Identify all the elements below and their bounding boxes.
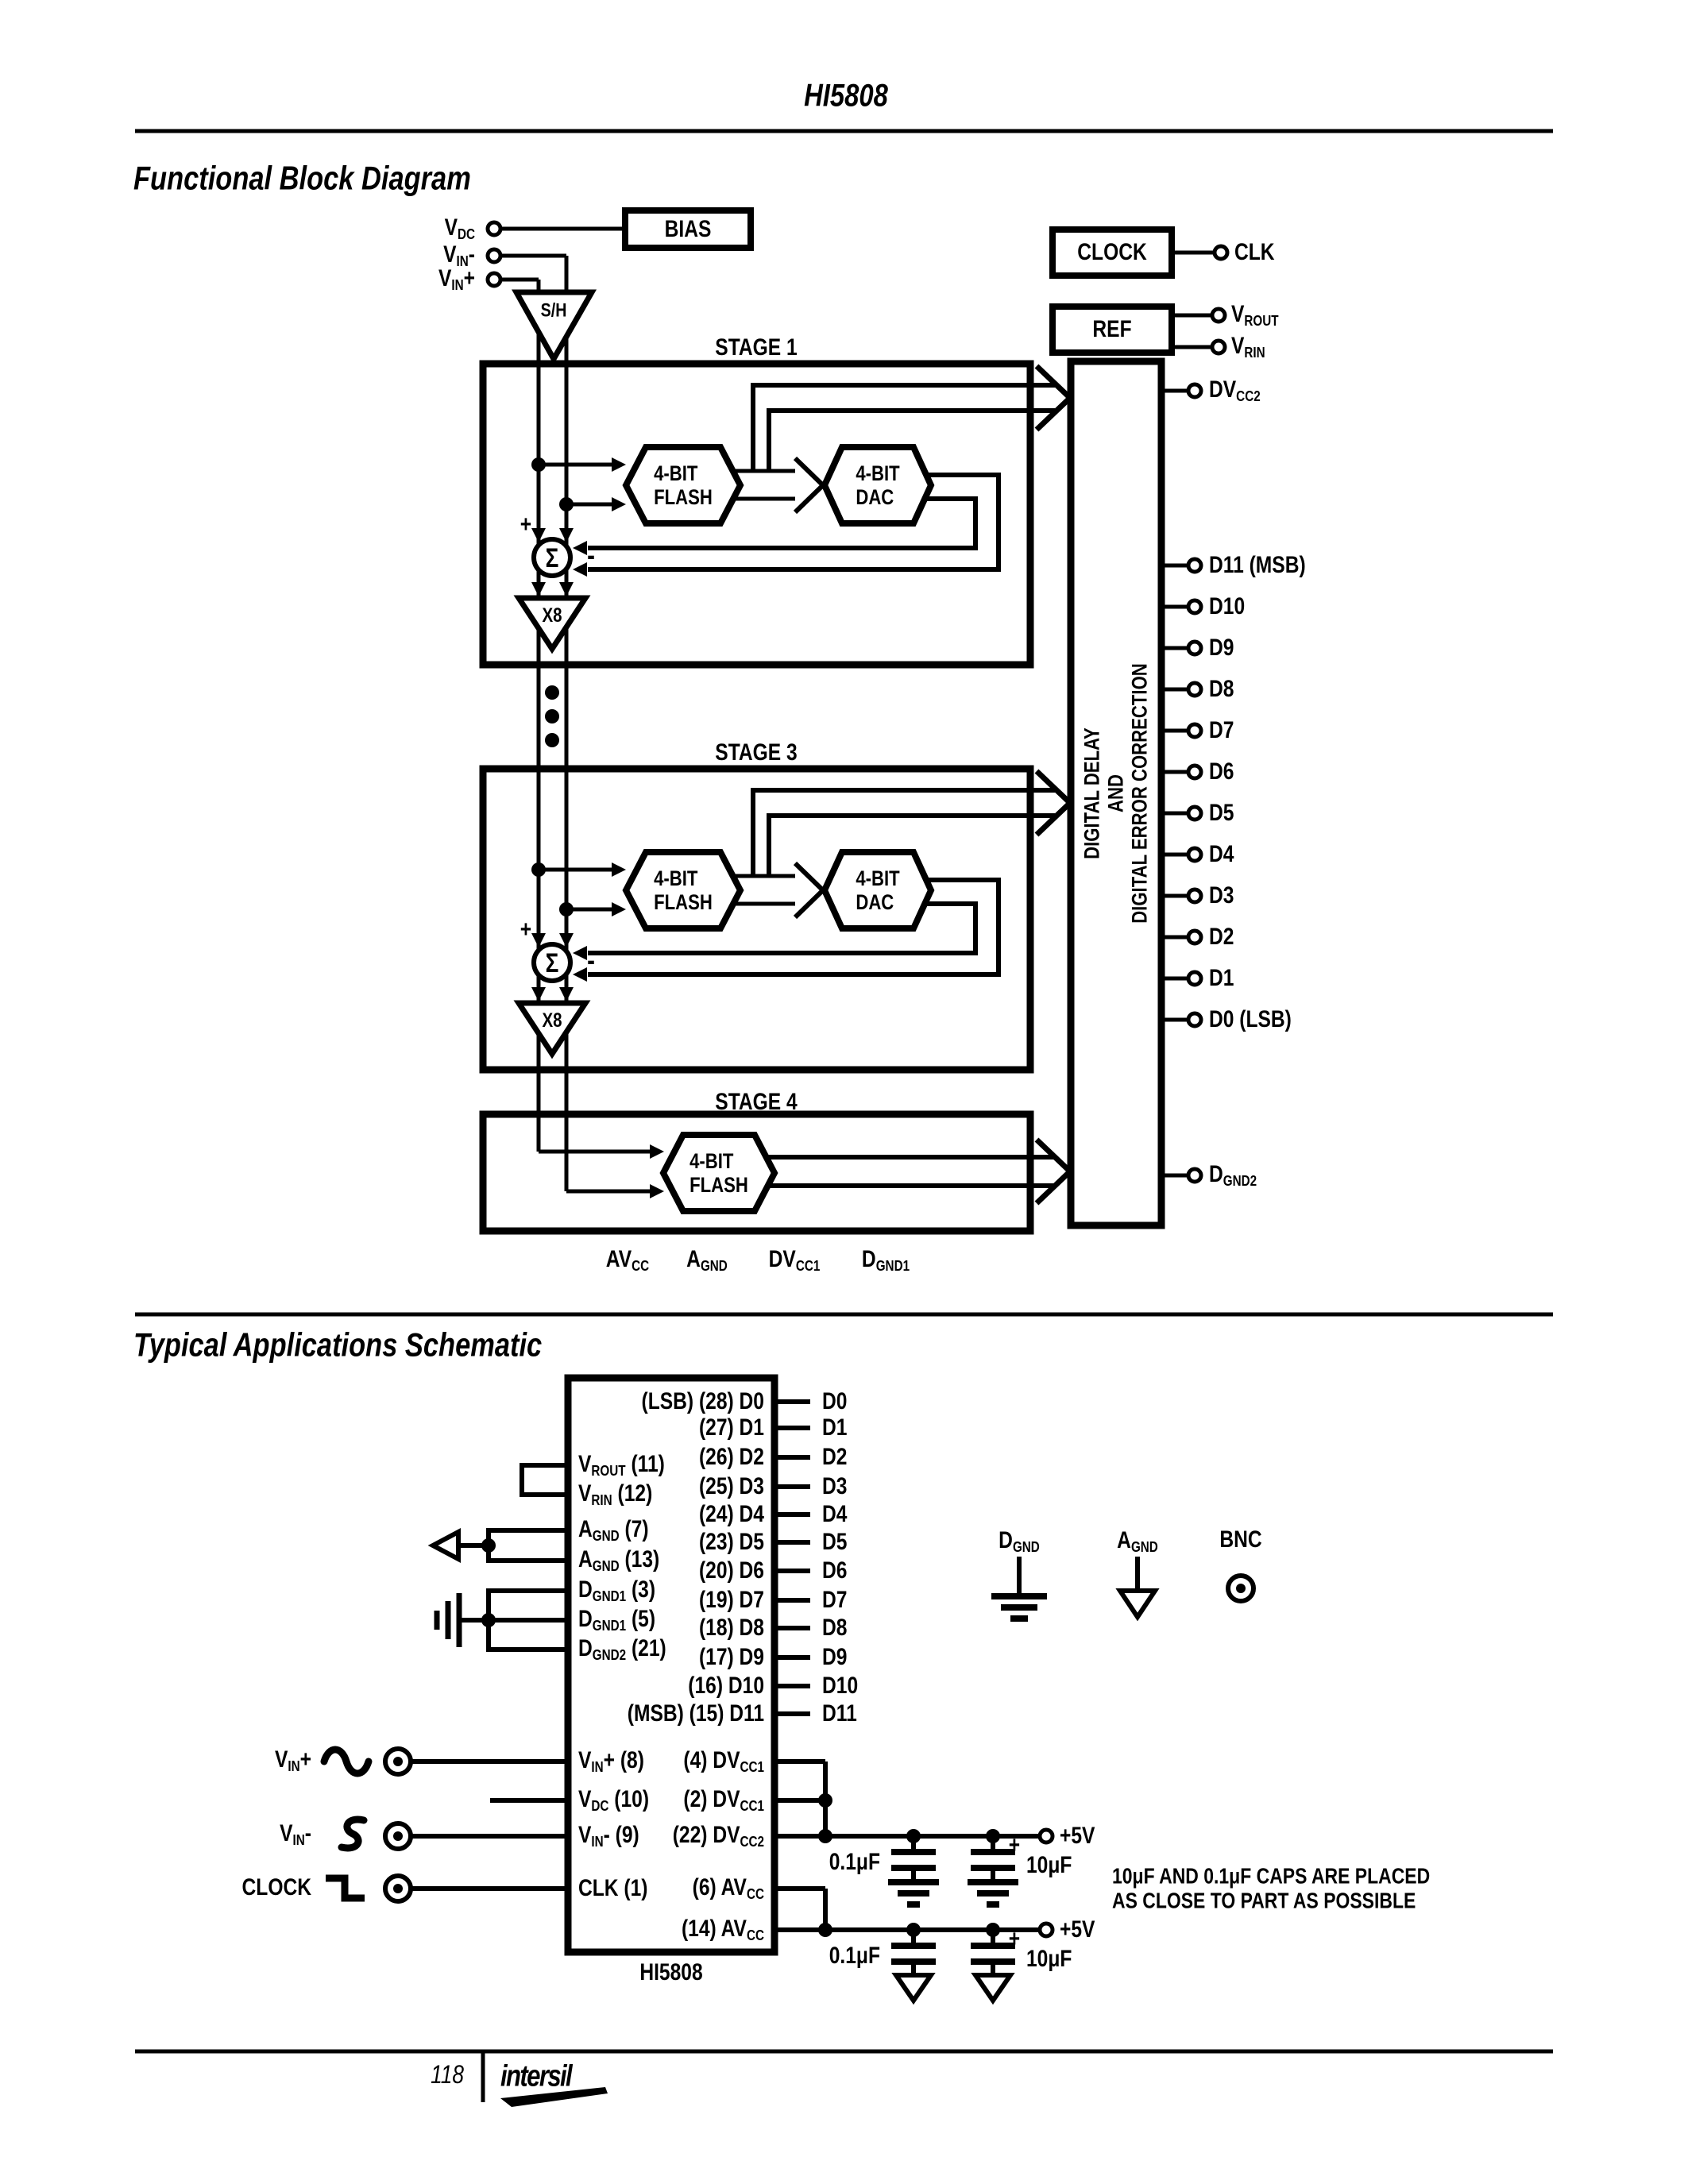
intersil-logo-swoosh [500, 2087, 608, 2107]
legend-bnc-icon-center [1236, 1584, 1246, 1593]
decoupling-caps [888, 1836, 1018, 2005]
stage4-flash-block [659, 1132, 778, 1214]
plus5v-analog-terminal [1037, 1921, 1055, 1939]
chip-body [564, 1374, 778, 1956]
bnc-connectors [383, 1746, 413, 1904]
agnd-symbol [891, 1973, 936, 2005]
stage1-box [479, 360, 1034, 669]
stage3-dac-block [821, 849, 935, 932]
vin-minus-terminal [485, 247, 503, 264]
omitted-stage-ellipsis [545, 685, 559, 747]
fbd-terminals [485, 220, 1230, 1184]
vin-plus-terminal [485, 271, 503, 288]
stage4-arrowheads [650, 1144, 664, 1198]
stage3-arrowheads [531, 862, 626, 1001]
dgnd-symbol [968, 1879, 1018, 1908]
inverted-sine-icon [338, 1815, 368, 1852]
page-rules [135, 129, 1553, 2102]
stage-boxes [479, 360, 1034, 1235]
clock-wave-icon [326, 1874, 365, 1902]
left-ground-symbols [427, 1528, 462, 1647]
sine-wave-icon [320, 1746, 373, 1777]
agnd-symbol [971, 1973, 1015, 2005]
dgnd2-terminal [1186, 1167, 1203, 1184]
stage1-x8-amp [513, 595, 591, 654]
clock-block [1049, 226, 1175, 279]
dgnd-bars-symbol [434, 1593, 462, 1647]
ref-block [1049, 303, 1175, 356]
bnc-icon-center [393, 1831, 403, 1841]
vdc-terminal [485, 220, 503, 237]
source-glyphs [320, 1746, 373, 1902]
delay-correction-block [1067, 357, 1165, 1229]
stage3-box [479, 765, 1034, 1074]
stage3-flash-block [622, 849, 744, 932]
supply-terminals [1037, 1827, 1055, 1939]
legend-symbols [991, 1557, 1256, 1622]
vrin-terminal [1210, 338, 1227, 356]
stage3-x8-amp [513, 1000, 591, 1059]
agnd-arrow-symbol [427, 1528, 461, 1563]
stage3-summer [531, 942, 573, 983]
vrout-terminal [1210, 307, 1227, 324]
stage3-internals [513, 769, 1075, 1059]
stage4-internals [539, 1132, 1075, 1214]
legend-agnd-symbol [1115, 1588, 1160, 1622]
dvcc2-terminal [1186, 382, 1203, 399]
legend-dgnd-symbol [991, 1593, 1047, 1622]
sh-amp [512, 289, 597, 365]
bias-block [622, 207, 754, 251]
bnc-icon-center [393, 1884, 403, 1893]
stage1-arrowheads [531, 457, 626, 596]
clk-terminal [1212, 244, 1230, 261]
schematic-junctions [481, 1538, 1000, 1937]
stage1-flash-block [622, 444, 744, 527]
stage4-box [479, 1110, 1034, 1235]
dgnd-symbol [888, 1879, 939, 1908]
fbd-wires [500, 226, 1215, 1191]
fbd-blocks [622, 207, 1175, 356]
stage1-internals [513, 364, 1075, 654]
plus5v-digital-terminal [1037, 1827, 1055, 1845]
stage1-dac-block [821, 444, 935, 527]
bnc-icon-center [393, 1757, 403, 1766]
stage1-summer [531, 537, 573, 578]
